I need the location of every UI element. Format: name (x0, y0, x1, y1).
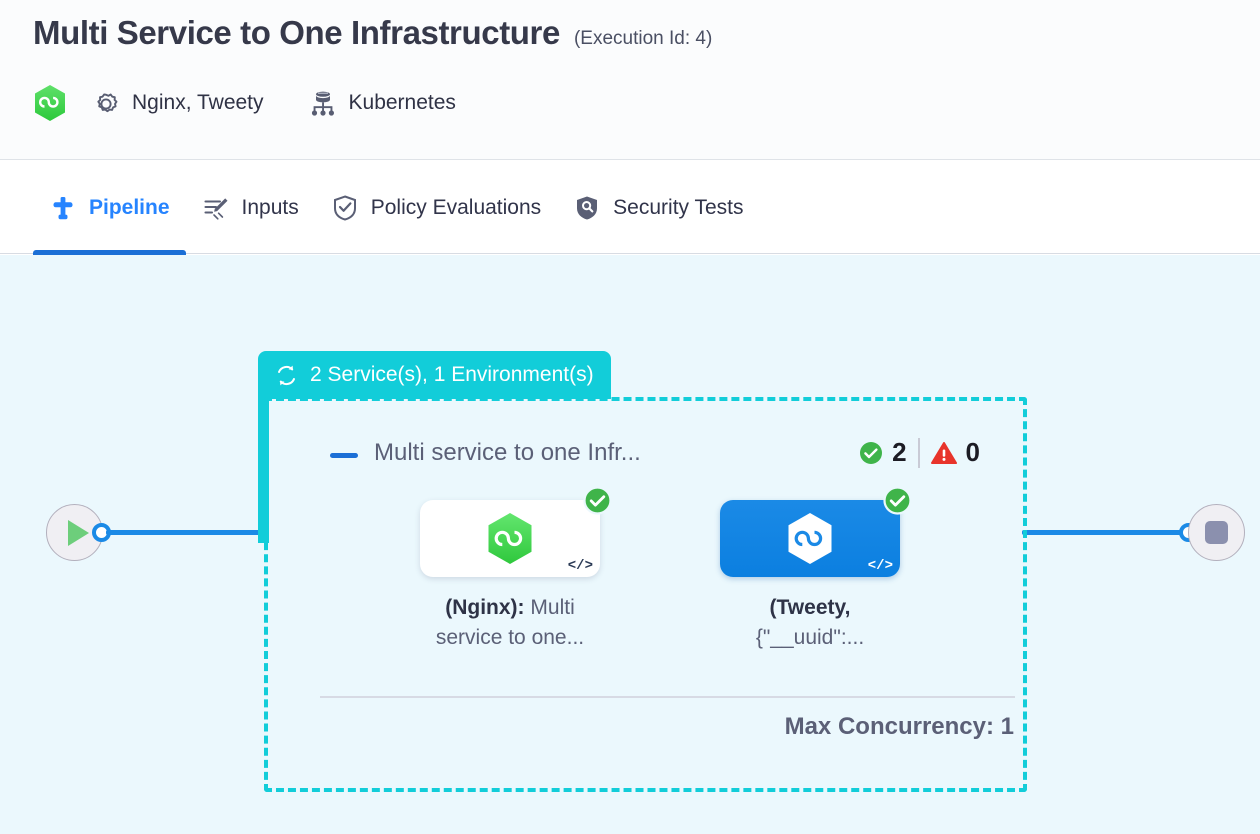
page-header: Multi Service to One Infrastructure (Exe… (0, 0, 1260, 160)
tab-policy-evaluations[interactable]: Policy Evaluations (315, 162, 557, 255)
service-label: (Nginx): Multi service to one... (420, 593, 600, 653)
service-label: (Tweety, {"__uuid":... (720, 593, 900, 653)
shield-search-icon (573, 194, 601, 222)
hexagon-infinity-logo-icon (33, 84, 67, 122)
start-node[interactable] (46, 504, 103, 561)
collapse-minus-icon[interactable] (330, 453, 358, 458)
service-card[interactable]: </> (720, 486, 912, 577)
tab-security-tests[interactable]: Security Tests (557, 162, 759, 255)
shield-check-icon (331, 194, 359, 222)
infrastructure-meta: Kubernetes (309, 88, 456, 118)
service-label-bold: (Nginx): (445, 596, 525, 619)
code-icon: </> (867, 558, 893, 574)
service-card[interactable]: </> (420, 486, 612, 577)
warning-counter: 0 (930, 437, 980, 468)
loop-refresh-icon (274, 363, 299, 388)
tab-inputs-label: Inputs (241, 196, 299, 219)
check-circle-icon (583, 486, 612, 515)
hexagon-infinity-logo-icon (486, 512, 534, 565)
tab-pipeline[interactable]: Pipeline (33, 162, 186, 255)
check-circle-icon (859, 441, 883, 465)
pipeline-icon (49, 194, 77, 222)
execution-id-label: (Execution Id: 4) (573, 28, 713, 49)
warning-triangle-icon (930, 441, 957, 465)
service-label-bold: (Tweety, (769, 596, 851, 619)
group-header[interactable]: 2 Service(s), 1 Environment(s) (258, 351, 611, 399)
tab-policy-evaluations-label: Policy Evaluations (370, 196, 542, 219)
tab-pipeline-label: Pipeline (89, 196, 170, 219)
service-label-rest: {"__uuid":... (755, 625, 865, 649)
group-divider (320, 696, 1015, 698)
services-label: Nginx, Tweety (132, 91, 264, 114)
counter-divider (917, 437, 920, 468)
meta-row: Nginx, Tweety (33, 84, 456, 122)
pipeline-canvas[interactable]: 2 Service(s), 1 Environment(s) Multi ser… (0, 255, 1260, 834)
service-node-tweety[interactable]: </> (Tweety, {"__uuid":... (720, 486, 912, 653)
group-left-accent-bar (258, 395, 269, 543)
status-counters: 2 0 (859, 437, 980, 468)
success-count: 2 (892, 437, 907, 467)
tab-bar: Pipeline Inputs Policy Ev (0, 161, 1260, 255)
service-node-nginx[interactable]: </> (Nginx): Multi service to one... (420, 486, 612, 653)
tab-security-tests-label: Security Tests (613, 196, 744, 219)
success-counter: 2 (859, 437, 907, 468)
warning-count: 0 (965, 437, 980, 467)
code-icon: </> (567, 558, 593, 574)
stage-name-label: Multi service to one Infr... (374, 439, 641, 466)
edit-inputs-icon (202, 194, 230, 222)
title-row: Multi Service to One Infrastructure (Exe… (33, 14, 712, 52)
stop-icon (1205, 521, 1228, 544)
edge-group-to-end (1022, 530, 1194, 535)
end-node[interactable] (1188, 504, 1245, 561)
check-circle-icon (883, 486, 912, 515)
services-meta: Nginx, Tweety (91, 88, 264, 118)
infrastructure-label: Kubernetes (348, 91, 456, 114)
gear-icon (91, 88, 121, 118)
tab-inputs[interactable]: Inputs (186, 162, 315, 255)
play-icon (67, 519, 89, 546)
service-label-rest: Multi service to one... (435, 596, 585, 649)
max-concurrency-label: Max Concurrency: 1 (784, 713, 1014, 740)
kubernetes-cluster-icon (309, 88, 337, 118)
page-title: Multi Service to One Infrastructure (33, 14, 560, 51)
hexagon-infinity-logo-icon (786, 512, 834, 565)
edge-start-to-group (106, 530, 266, 535)
group-body: Multi service to one Infr... 2 (264, 397, 1027, 792)
group-header-label: 2 Service(s), 1 Environment(s) (310, 363, 594, 386)
